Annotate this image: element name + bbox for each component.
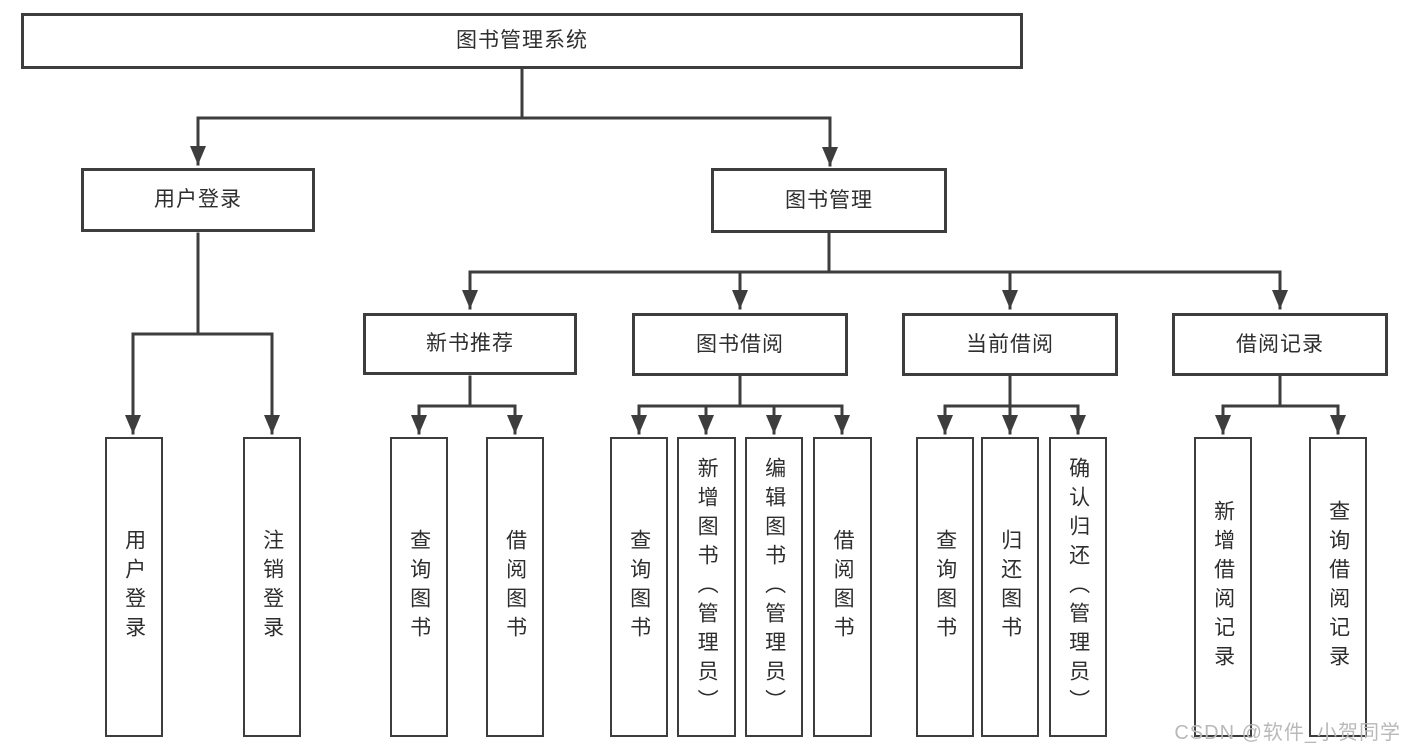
leaf-borrow-book-recommend: 借阅图书 <box>486 437 544 737</box>
leaf-logout: 注销登录 <box>243 437 301 737</box>
node-borrow-records: 借阅记录 <box>1172 313 1388 376</box>
node-book-management: 图书管理 <box>711 168 947 233</box>
leaf-query-book-recommend: 查询图书 <box>390 437 448 737</box>
leaf-add-book-admin: 新增图书（管理员） <box>677 437 736 737</box>
leaf-return-book: 归还图书 <box>981 437 1039 737</box>
leaf-confirm-return-admin: 确认归还（管理员） <box>1049 437 1107 737</box>
leaf-query-borrow-record: 查询借阅记录 <box>1309 437 1367 737</box>
node-library-system: 图书管理系统 <box>21 13 1023 69</box>
leaf-query-book-borrow: 查询图书 <box>610 437 668 737</box>
csdn-watermark: CSDN @软件_小贺同学 <box>1174 722 1401 744</box>
node-new-book-recommend: 新书推荐 <box>363 313 577 375</box>
node-user-login: 用户登录 <box>81 168 315 232</box>
leaf-borrow-book: 借阅图书 <box>813 437 872 737</box>
node-book-borrow: 图书借阅 <box>632 313 848 376</box>
leaf-user-login: 用户登录 <box>105 437 163 737</box>
leaf-add-borrow-record: 新增借阅记录 <box>1194 437 1252 737</box>
leaf-edit-book-admin: 编辑图书（管理员） <box>745 437 803 737</box>
node-current-borrow: 当前借阅 <box>902 313 1118 376</box>
leaf-query-book-current: 查询图书 <box>916 437 974 737</box>
